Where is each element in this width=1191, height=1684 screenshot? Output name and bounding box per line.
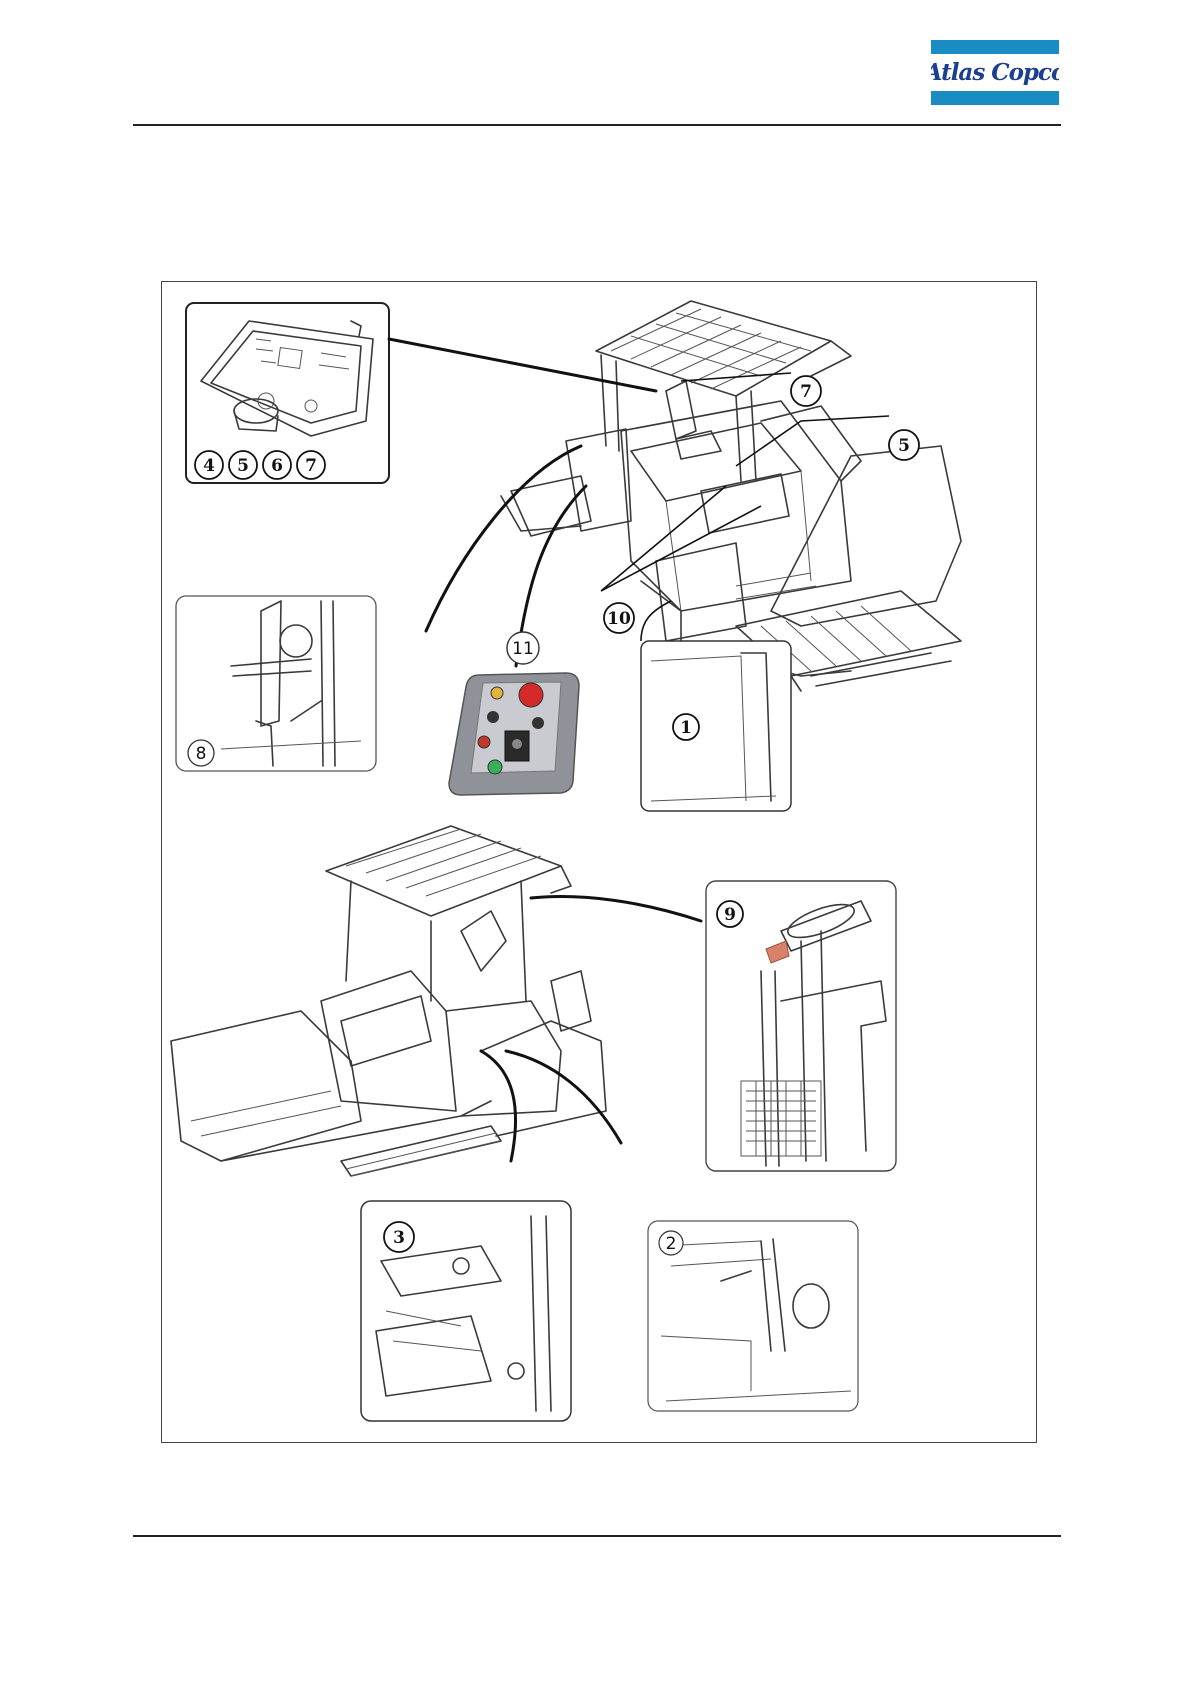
inset-1: 1 — [641, 641, 791, 811]
callout-5-machine: 5 — [898, 436, 910, 456]
remote-control: 11 — [449, 632, 579, 795]
callout-8: 8 — [196, 744, 207, 764]
inset-2: 2 — [648, 1221, 858, 1411]
callout-1: 1 — [680, 718, 692, 738]
callout-2: 2 — [666, 1234, 677, 1254]
header-rule — [133, 124, 1061, 126]
paver-front-view — [171, 826, 606, 1176]
atlas-copco-logo: Atlas Copco — [931, 40, 1059, 105]
paver-rear-view — [501, 301, 961, 691]
logo-band-top — [931, 40, 1059, 54]
inset-8: 8 — [176, 596, 376, 771]
callout-7-machine: 7 — [800, 382, 812, 402]
callout-9: 9 — [724, 905, 736, 925]
inset-9: 9 — [706, 881, 896, 1171]
callout-11: 11 — [512, 639, 534, 659]
callout-7: 7 — [305, 456, 317, 476]
callout-4: 4 — [203, 456, 215, 476]
callout-5: 5 — [237, 456, 249, 476]
footer-rule — [133, 1535, 1061, 1537]
callout-10: 10 — [607, 609, 631, 629]
inset-control-panel: 4 5 6 7 — [186, 303, 389, 483]
logo-band-bottom — [931, 91, 1059, 105]
callout-3: 3 — [393, 1228, 405, 1248]
safety-equipment-figure: 4 5 6 7 7 5 10 11 — [161, 281, 1037, 1443]
inset-3: 3 — [361, 1201, 571, 1421]
callout-6: 6 — [271, 456, 283, 476]
logo-text: Atlas Copco — [931, 59, 1059, 86]
leader-lines-lower — [481, 897, 701, 1161]
